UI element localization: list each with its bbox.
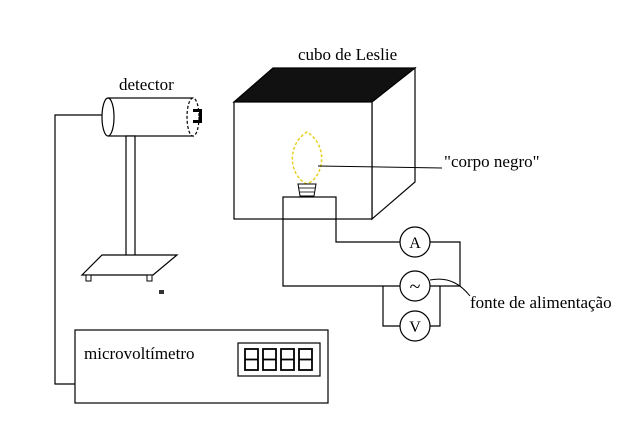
leslie-cube: cubo de Leslie: [232, 45, 417, 221]
circuit: A ~ V: [282, 219, 461, 342]
detector-stand-base: [80, 254, 179, 276]
detector-stand-pole: [125, 135, 136, 263]
microvoltmeter-label: microvoltímetro: [84, 344, 194, 363]
leslie-cube-label: cubo de Leslie: [298, 45, 397, 64]
wire-voltmeter-left: [382, 286, 400, 327]
wire-source-to-socket: [282, 219, 400, 287]
stand-foot: [85, 274, 92, 282]
wire-socket-to-ammeter: [335, 219, 400, 243]
stand-foot: [159, 290, 164, 294]
detector-terminal: [193, 120, 199, 123]
power-supply-pointer: [429, 278, 471, 297]
stand-foot: [146, 274, 153, 282]
black-body-pointer: [317, 165, 443, 169]
detector-aperture: [186, 97, 200, 137]
detector-terminal-bar: [199, 109, 202, 123]
ac-source: ~: [399, 270, 431, 302]
lamp-socket: [282, 196, 337, 220]
detector-terminal: [193, 109, 199, 112]
detector-tube: [107, 97, 194, 137]
ammeter-label: A: [409, 235, 421, 252]
detector-back-cap: [101, 97, 115, 137]
detector-label: detector: [119, 75, 174, 94]
voltmeter: V: [399, 310, 431, 342]
bulb-outline: [291, 131, 323, 185]
detector-signal-wire: [54, 114, 103, 385]
digital-display: [237, 342, 321, 377]
bulb-base: [297, 183, 317, 197]
voltmeter-label: V: [409, 319, 421, 336]
microvoltmeter: microvoltímetro: [74, 329, 329, 404]
ac-source-label: ~: [410, 276, 421, 298]
ac-source-symbol: [399, 270, 431, 302]
power-supply-label: fonte de alimentação: [470, 293, 612, 312]
ammeter: A: [399, 226, 431, 258]
black-body-label: "corpo negro": [444, 152, 540, 171]
wire-voltmeter-right: [430, 286, 441, 327]
ammeter-symbol: [399, 226, 431, 258]
voltmeter-symbol: [399, 310, 431, 342]
detector: detector: [80, 75, 202, 294]
wire-ammeter-to-source: [430, 241, 461, 287]
